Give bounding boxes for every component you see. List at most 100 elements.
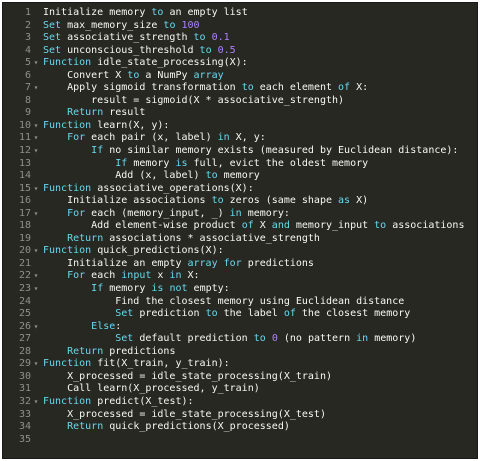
code-token: full, evict the oldest memory bbox=[187, 157, 369, 169]
code-text: Initialize associations to zeros (same s… bbox=[43, 195, 368, 208]
code-line[interactable]: 16 Initialize associations to zeros (sam… bbox=[3, 195, 477, 208]
code-line[interactable]: 9 Return result bbox=[3, 107, 477, 120]
code-token: predictions bbox=[241, 257, 314, 269]
line-number: 1 bbox=[24, 7, 31, 18]
code-line[interactable]: 30 X_processed = idle_state_processing(X… bbox=[3, 371, 477, 384]
code-text: Function fit(X_train, y_train): bbox=[43, 358, 230, 371]
fold-arrow-icon[interactable]: ▾ bbox=[33, 120, 39, 130]
code-line[interactable]: 12▾ If no similar memory exists (measure… bbox=[3, 145, 477, 158]
code-token: X: bbox=[181, 270, 200, 282]
keyword-token: If bbox=[91, 145, 104, 157]
code-line[interactable]: 7▾ Apply sigmoid transformation to each … bbox=[3, 82, 477, 95]
keyword-token: Set bbox=[43, 44, 62, 56]
code-line[interactable]: 27 Set default prediction to 0 (no patte… bbox=[3, 333, 477, 346]
code-text: result = sigmoid(X * associative_strengt… bbox=[43, 95, 344, 108]
code-token: learn(X, y): bbox=[91, 119, 170, 131]
code-token: memory bbox=[127, 157, 176, 169]
fold-arrow-icon[interactable]: ▾ bbox=[33, 83, 39, 93]
code-line[interactable]: 8 result = sigmoid(X * associative_stren… bbox=[3, 95, 477, 108]
code-line[interactable]: 10▾Function learn(X, y): bbox=[3, 120, 477, 133]
code-line[interactable]: 28 Return predictions bbox=[3, 346, 477, 359]
code-token: each (memory_input, _) bbox=[85, 207, 230, 219]
keyword-token: Else bbox=[91, 320, 116, 332]
fold-arrow-icon[interactable]: ▾ bbox=[33, 321, 39, 331]
keyword-token: for bbox=[223, 257, 242, 269]
fold-arrow-icon[interactable]: ▾ bbox=[33, 146, 39, 156]
code-line[interactable]: 6 Convert X to a NumPy array bbox=[3, 70, 477, 83]
code-line[interactable]: 13 If memory is full, evict the oldest m… bbox=[3, 158, 477, 171]
code-token: Initialize an empty bbox=[43, 257, 188, 269]
keyword-token: in bbox=[356, 333, 369, 345]
fold-arrow-icon[interactable]: ▾ bbox=[33, 208, 39, 218]
code-line[interactable]: 26▾ Else: bbox=[3, 321, 477, 334]
code-token: memory) bbox=[368, 333, 417, 345]
line-number: 6 bbox=[24, 69, 31, 81]
code-token: each bbox=[85, 270, 122, 282]
code-token: predictions bbox=[103, 345, 176, 357]
keyword-token: to bbox=[241, 82, 254, 94]
code-line[interactable]: 14 Add (x, label) to memory bbox=[3, 170, 477, 183]
code-token bbox=[43, 308, 115, 319]
line-number: 4 bbox=[24, 44, 31, 56]
code-text: Initialize memory to an empty list bbox=[43, 7, 248, 20]
code-text: Add element-wise product of X and memory… bbox=[43, 220, 464, 233]
line-number: 20 bbox=[18, 245, 31, 257]
keyword-token: Function bbox=[43, 245, 92, 257]
code-token: (no pattern bbox=[277, 333, 357, 345]
fold-arrow-icon[interactable]: ▾ bbox=[33, 133, 39, 143]
number-token: 0.5 bbox=[217, 44, 236, 56]
code-line[interactable]: 11▾ For each pair (x, label) in X, y: bbox=[3, 132, 477, 145]
line-number: 3 bbox=[24, 32, 31, 44]
code-line[interactable]: 18 Add element-wise product of X and mem… bbox=[3, 220, 477, 233]
code-line[interactable]: 35 bbox=[3, 434, 477, 447]
code-line[interactable]: 21 Initialize an empty array for predict… bbox=[3, 258, 477, 271]
code-line[interactable]: 32▾Function predict(X_test): bbox=[3, 396, 477, 409]
fold-arrow-icon[interactable]: ▾ bbox=[33, 396, 39, 406]
code-token bbox=[43, 158, 115, 169]
code-token: X_processed = idle_state_processing(X_te… bbox=[43, 408, 326, 420]
line-number: 14 bbox=[18, 170, 31, 182]
keyword-token: Function bbox=[43, 395, 92, 407]
code-line[interactable]: 17▾ For each (memory_input, _) in memory… bbox=[3, 208, 477, 221]
keyword-token: is bbox=[175, 157, 188, 169]
code-token bbox=[43, 270, 67, 281]
code-line[interactable]: 23▾ If memory is not empty: bbox=[3, 283, 477, 296]
code-line[interactable]: 25 Set prediction to the label of the cl… bbox=[3, 308, 477, 321]
code-token: X bbox=[253, 220, 272, 232]
code-line[interactable]: 22▾ For each input x in X: bbox=[3, 270, 477, 283]
code-line[interactable]: 20▾Function quick_predictions(X): bbox=[3, 245, 477, 258]
line-number: 11 bbox=[18, 132, 31, 144]
line-number: 26 bbox=[18, 320, 31, 332]
code-token: each element bbox=[253, 82, 339, 94]
code-line[interactable]: 19 Return associations * associative_str… bbox=[3, 233, 477, 246]
fold-arrow-icon[interactable]: ▾ bbox=[33, 271, 39, 281]
line-number: 32 bbox=[18, 395, 31, 407]
line-number: 16 bbox=[18, 195, 31, 207]
fold-arrow-icon[interactable]: ▾ bbox=[33, 246, 39, 256]
code-token: memory: bbox=[241, 207, 290, 219]
line-number: 29 bbox=[18, 358, 31, 370]
fold-arrow-icon[interactable]: ▾ bbox=[33, 183, 39, 193]
code-token: idle_state_processing(X): bbox=[91, 57, 248, 69]
code-line[interactable]: 29▾ Function fit(X_train, y_train): bbox=[3, 358, 477, 371]
fold-arrow-icon[interactable]: ▾ bbox=[33, 359, 39, 369]
fold-arrow-icon[interactable]: ▾ bbox=[33, 58, 39, 68]
code-token: : bbox=[115, 320, 122, 332]
code-line[interactable]: 34 Return quick_predictions(X_processed) bbox=[3, 421, 477, 434]
code-line[interactable]: 5▾Function idle_state_processing(X): bbox=[3, 57, 477, 70]
code-line[interactable]: 33 X_processed = idle_state_processing(X… bbox=[3, 409, 477, 422]
code-line[interactable]: 15▾Function associative_operations(X): bbox=[3, 183, 477, 196]
code-line[interactable]: 24 Find the closest memory using Euclide… bbox=[3, 296, 477, 309]
fold-arrow-icon[interactable]: ▾ bbox=[33, 284, 39, 294]
code-text: Set default prediction to 0 (no pattern … bbox=[43, 333, 416, 346]
code-token: Apply sigmoid transformation bbox=[43, 82, 242, 94]
code-line[interactable]: 1 Initialize memory to an empty list bbox=[3, 7, 477, 20]
code-line[interactable]: 31 Call learn(X_processed, y_train) bbox=[3, 383, 477, 396]
code-token bbox=[43, 233, 67, 244]
keyword-token: to bbox=[199, 44, 212, 56]
number-token: 0.1 bbox=[211, 32, 230, 44]
